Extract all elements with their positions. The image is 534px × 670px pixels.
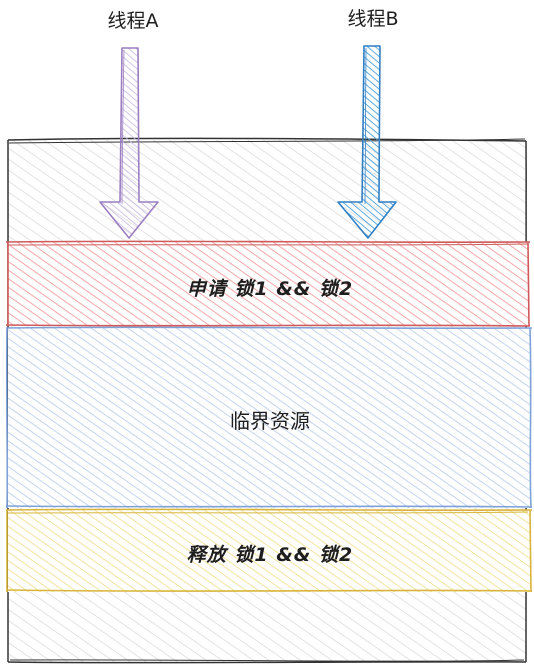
release-label: 释放 锁1 && 锁2 — [186, 544, 354, 566]
thread-a-arrow — [99, 47, 159, 239]
acquire-band — [5, 240, 531, 327]
thread-b-arrow — [337, 45, 397, 239]
critical-band — [5, 326, 533, 509]
release-band — [5, 508, 533, 593]
thread-b-label: 线程B — [347, 8, 399, 30]
critical-resource-label: 临界资源 — [230, 409, 310, 433]
thread-a-label: 线程A — [107, 10, 159, 32]
acquire-label: 申请 锁1 && 锁2 — [186, 278, 354, 300]
